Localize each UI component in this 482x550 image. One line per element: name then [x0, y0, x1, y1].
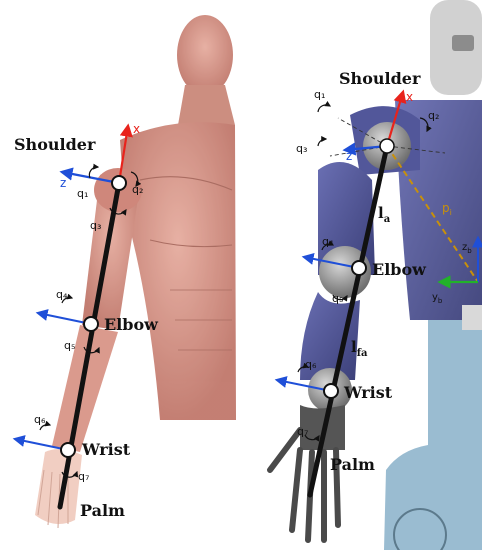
right-elbow-joint [352, 261, 366, 275]
left-q3-label: q₃ [90, 219, 101, 232]
right-z-axis-label: z [346, 149, 352, 163]
left-q6-label: q₆ [34, 413, 46, 426]
right-q4-label: q₄ [322, 235, 334, 248]
right-q6-label: q₆ [305, 358, 317, 371]
left-q4-label: q₄ [56, 288, 68, 301]
right-shoulder-label: Shoulder [339, 69, 421, 88]
right-palm-label: Palm [330, 455, 375, 474]
right-q5-label: q₅ [332, 292, 343, 305]
left-shoulder-joint [112, 176, 126, 190]
right-shoulder-joint [380, 139, 394, 153]
left-elbow-label: Elbow [104, 315, 159, 334]
left-elbow-joint [84, 317, 98, 331]
right-q3-label: q₃ [296, 142, 307, 155]
left-q1-label: q₁ [77, 187, 88, 200]
right-q1-label: q₁ [314, 88, 325, 101]
right-wrist-label: Wrist [343, 383, 393, 402]
left-z-axis-label: z [60, 176, 66, 190]
right-elbow-label: Elbow [372, 260, 427, 279]
right-wrist-joint [324, 384, 338, 398]
forearm-length-label: lfa [351, 338, 368, 359]
left-wrist-label: Wrist [81, 440, 131, 459]
left-panel: x z Shoulder Elbow Wrist Palm q₁ q₂ q₃ q… [14, 15, 236, 528]
right-q2-label: q₂ [428, 109, 439, 122]
left-q2-label: q₂ [132, 183, 143, 196]
left-wrist-joint [61, 443, 75, 457]
panel-divider [236, 0, 242, 550]
left-palm-label: Palm [80, 501, 125, 520]
upper-arm-length-label: la [378, 204, 391, 225]
right-panel: pi zb yb x z [270, 0, 482, 550]
left-shoulder-label: Shoulder [14, 135, 96, 154]
left-q7-label: q₇ [78, 470, 89, 483]
right-q7-label: q₇ [297, 425, 308, 438]
left-x-axis-label: x [133, 122, 140, 136]
right-x-axis-label: x [406, 90, 413, 104]
left-q5-label: q₅ [64, 339, 75, 352]
